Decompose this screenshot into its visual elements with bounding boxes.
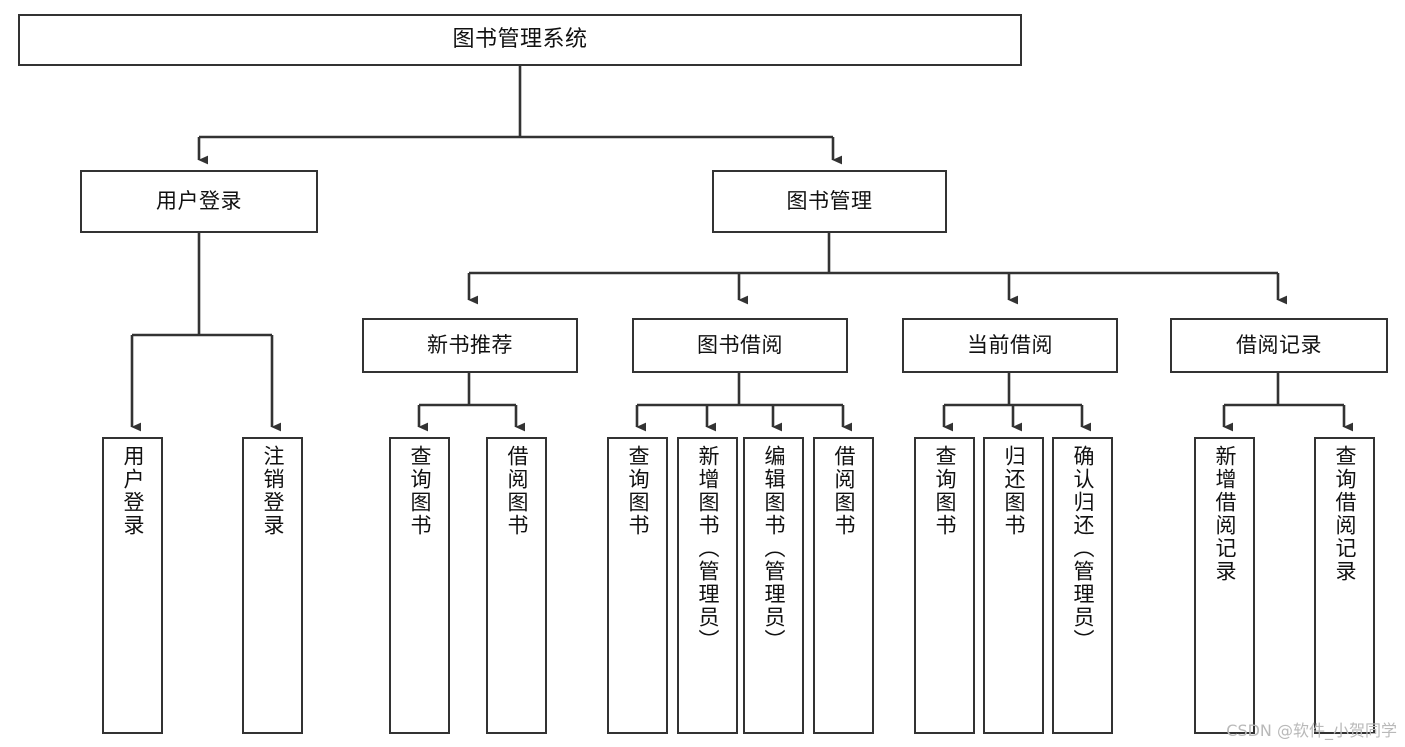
node-leaf-confirm-return[interactable]: 确认归还（管理员） — [1052, 437, 1113, 734]
node-book-manage-label: 图书管理 — [786, 189, 873, 214]
node-leaf-confirm-return-label: 确认归还（管理员） — [1071, 445, 1096, 652]
watermark-text: CSDN @软件_小贺同学 — [1226, 721, 1397, 740]
node-borrow-record[interactable]: 借阅记录 — [1170, 318, 1388, 373]
node-leaf-borrow-book-1[interactable]: 借阅图书 — [486, 437, 547, 734]
node-leaf-edit-book[interactable]: 编辑图书（管理员） — [743, 437, 804, 734]
node-user-login-label: 用户登录 — [156, 189, 242, 214]
node-borrow-record-label: 借阅记录 — [1236, 333, 1322, 358]
node-leaf-user-login[interactable]: 用户登录 — [102, 437, 163, 734]
node-leaf-query-book-3[interactable]: 查询图书 — [914, 437, 975, 734]
node-leaf-add-book[interactable]: 新增图书（管理员） — [677, 437, 738, 734]
node-leaf-query-book-3-label: 查询图书 — [933, 445, 958, 537]
node-leaf-query-book-1[interactable]: 查询图书 — [389, 437, 450, 734]
node-leaf-query-book-1-label: 查询图书 — [408, 445, 433, 537]
node-leaf-logout-login-label: 注销登录 — [261, 445, 286, 537]
node-root[interactable]: 图书管理系统 — [18, 14, 1022, 66]
node-new-book-recommend-label: 新书推荐 — [427, 333, 513, 358]
node-leaf-query-record[interactable]: 查询借阅记录 — [1314, 437, 1375, 734]
node-leaf-borrow-book-2-label: 借阅图书 — [832, 445, 857, 537]
node-leaf-borrow-book-1-label: 借阅图书 — [505, 445, 530, 537]
node-leaf-add-book-label: 新增图书（管理员） — [696, 445, 721, 652]
node-user-login[interactable]: 用户登录 — [80, 170, 318, 233]
node-leaf-query-book-2[interactable]: 查询图书 — [607, 437, 668, 734]
node-current-borrow-label: 当前借阅 — [967, 333, 1053, 358]
node-leaf-return-book-label: 归还图书 — [1002, 445, 1027, 537]
node-book-borrow[interactable]: 图书借阅 — [632, 318, 848, 373]
node-leaf-add-record[interactable]: 新增借阅记录 — [1194, 437, 1255, 734]
node-root-label: 图书管理系统 — [452, 27, 588, 53]
node-leaf-borrow-book-2[interactable]: 借阅图书 — [813, 437, 874, 734]
node-leaf-edit-book-label: 编辑图书（管理员） — [762, 445, 787, 652]
node-leaf-user-login-label: 用户登录 — [121, 445, 146, 537]
node-leaf-query-record-label: 查询借阅记录 — [1333, 445, 1358, 583]
node-leaf-query-book-2-label: 查询图书 — [626, 445, 651, 537]
node-book-manage[interactable]: 图书管理 — [712, 170, 947, 233]
node-leaf-return-book[interactable]: 归还图书 — [983, 437, 1044, 734]
node-book-borrow-label: 图书借阅 — [697, 333, 783, 358]
node-leaf-logout-login[interactable]: 注销登录 — [242, 437, 303, 734]
node-current-borrow[interactable]: 当前借阅 — [902, 318, 1118, 373]
node-leaf-add-record-label: 新增借阅记录 — [1213, 445, 1238, 583]
node-new-book-recommend[interactable]: 新书推荐 — [362, 318, 578, 373]
